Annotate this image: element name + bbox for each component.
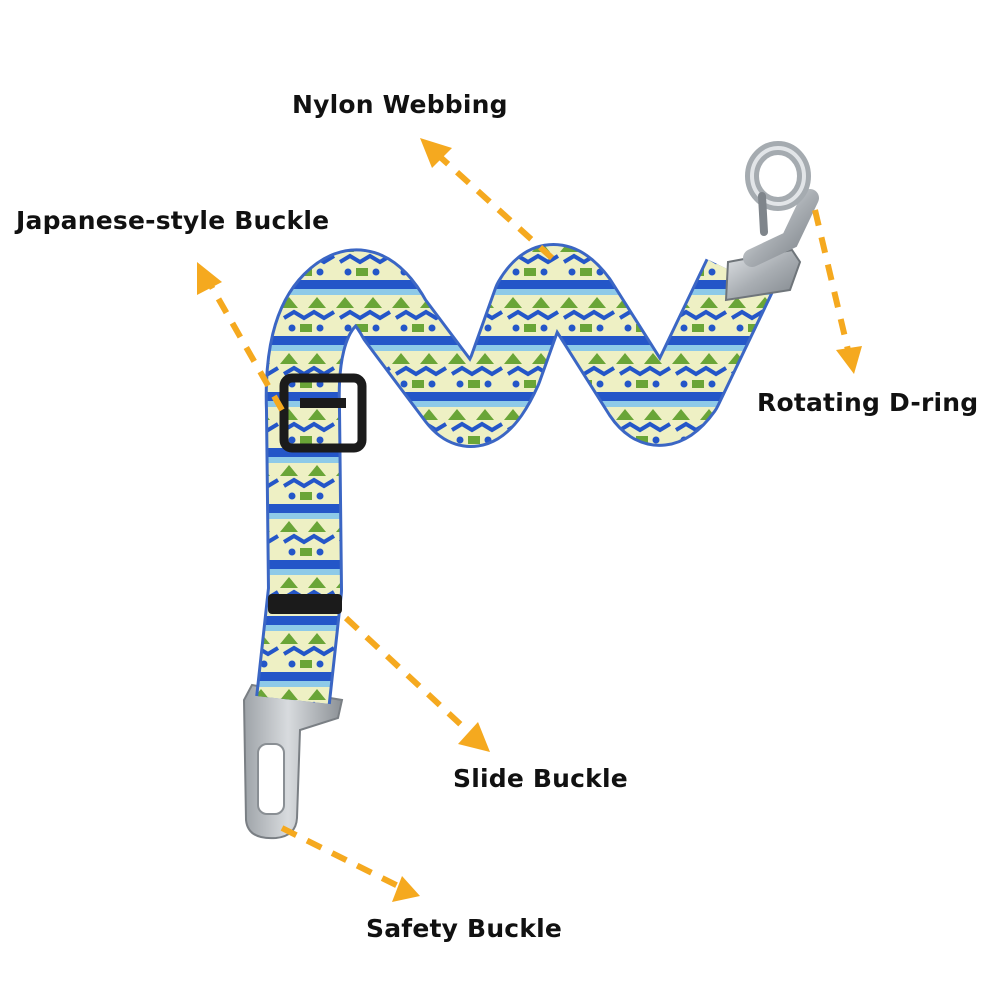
arrow-safety-buckle	[280, 825, 400, 889]
arrowheads	[197, 138, 862, 902]
label-japanese-style-buckle: Japanese-style Buckle	[16, 206, 330, 235]
arrow-nylon-webbing	[435, 152, 555, 261]
arrowhead-nylon-webbing	[420, 138, 452, 168]
callout-arrows	[207, 152, 851, 889]
arrowhead-slide-buckle	[458, 722, 490, 752]
arrow-rotating-d-ring	[812, 209, 851, 351]
arrowhead-rotating-d-ring	[836, 346, 862, 374]
arrow-japanese-buckle	[207, 282, 285, 412]
arrow-slide-buckle	[343, 615, 475, 738]
safety-buckle	[242, 683, 344, 840]
strap-pattern-fill	[258, 246, 772, 704]
arrowhead-japanese-buckle	[197, 262, 222, 295]
rotating-d-ring	[724, 141, 819, 302]
label-rotating-d-ring: Rotating D-ring	[757, 388, 979, 417]
latch-slot	[257, 743, 285, 815]
label-safety-buckle: Safety Buckle	[366, 914, 563, 943]
label-nylon-webbing: Nylon Webbing	[292, 90, 508, 119]
arrowhead-safety-buckle	[392, 876, 420, 902]
label-slide-buckle: Slide Buckle	[453, 764, 628, 793]
japanese-style-buckle	[279, 373, 367, 453]
slide-buckle	[268, 594, 342, 614]
